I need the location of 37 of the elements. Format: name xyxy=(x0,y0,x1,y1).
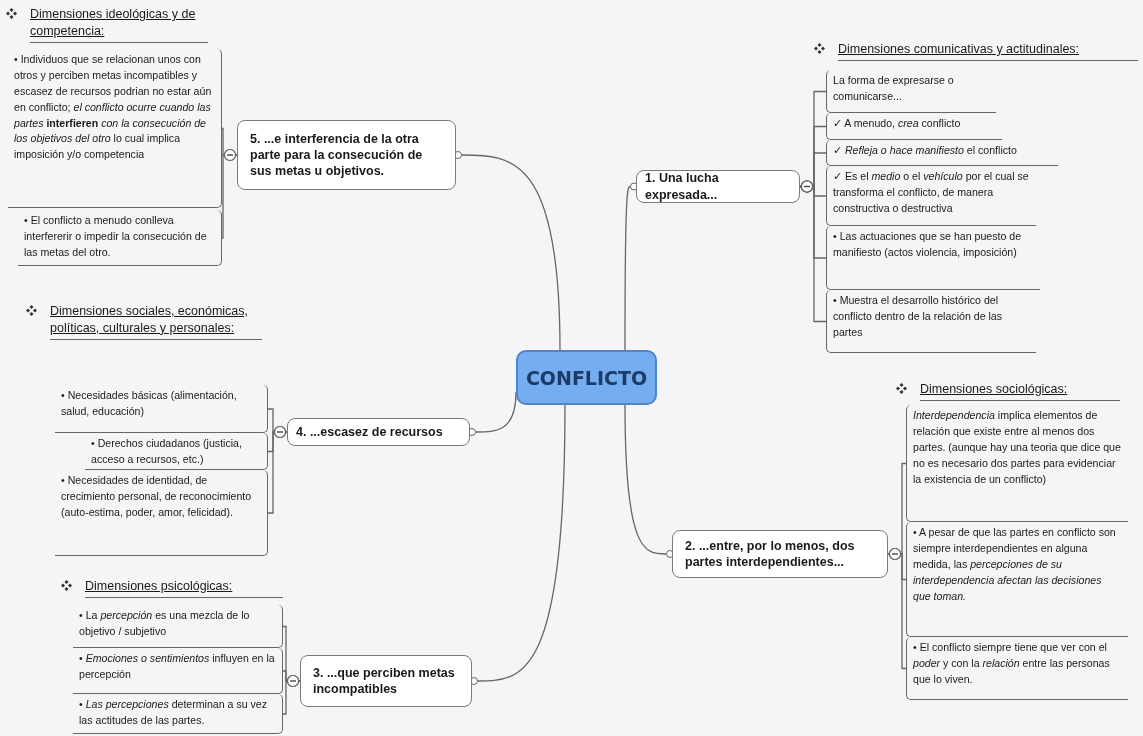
subtopic-note: • El conflicto siempre tiene que ver con el poder y con la relación entre las personas que lo viven. xyxy=(906,637,1128,700)
topic-box: 5. ...e interferencia de la otra parte para la consecución de sus metas u objetivos. xyxy=(237,120,456,190)
branch-connector xyxy=(624,404,674,559)
section-heading: Dimensiones sociales, económicas, políticas, culturales y personales: xyxy=(50,303,262,340)
section-heading: Dimensiones psicológicas: xyxy=(85,578,283,598)
bracket-line xyxy=(799,180,827,323)
subtopic-note: ✓ Es el medio o el vehículo por el cual se transforma el conflicto, de manera constructiva o destructiva xyxy=(826,166,1036,226)
bracket-line xyxy=(267,425,288,514)
branch-connector xyxy=(470,404,566,686)
subtopic-note: • La percepción es una mezcla de lo objetivo / subjetivo xyxy=(73,605,283,648)
subtopic-note: • Emociones o sentimientos influyen en la percepción xyxy=(73,648,283,694)
branch-connector xyxy=(454,150,561,351)
branch-connector xyxy=(624,181,638,351)
section-heading: Dimensiones ideológicas y de competencia: xyxy=(30,6,208,43)
topic-box: 1. Una lucha expresada... xyxy=(636,170,800,203)
section-heading: Dimensiones comunicativas y actitudinales: xyxy=(838,41,1138,61)
topic-box: 4. ...escasez de recursos xyxy=(287,418,470,446)
subtopic-note: • Muestra el desarrollo histórico del conflicto dentro de la relación de las partes xyxy=(826,290,1036,353)
subtopic-note: • El conflicto a menudo conlleva interfererir o impedir la consecución de las metas del otro. xyxy=(18,210,222,266)
central-topic: CONFLICTO xyxy=(516,350,657,405)
subtopic-note: • Las percepciones determinan a su vez las actitudes de las partes. xyxy=(73,694,283,734)
subtopic-note: • Individuos que se relacionan unos con otros y perciben metas incompatibles y escasez de recursos podrian no estar aún en conflicto; el conflicto ocurre cuando las partes interfieren con la consecución de los objetivos del otro lo cual implica imposición y/o competencia xyxy=(8,49,222,208)
subtopic-note: La forma de expresarse o comunicarse... xyxy=(826,70,996,113)
topic-box: 2. ...entre, por lo menos, dos partes interdependientes... xyxy=(672,530,888,578)
subtopic-note: ✓ A menudo, crea conflicto xyxy=(826,113,1002,140)
subtopic-note: Interdependencia implica elementos de relación que existe entre al menos dos partes. (aunque hay una teoria que dice que no es necesario dos partes para evidenciar la existencia de un conflicto) xyxy=(906,405,1128,522)
subtopic-note: • A pesar de que las partes en conflicto son siempre interdependientes en alguna medida, las percepciones de su interdependencia afectan las decisiones que toman. xyxy=(906,522,1128,637)
bracket-line xyxy=(221,148,238,239)
subtopic-note: • Necesidades de identidad, de crecimiento personal, de reconocimiento (auto-estima, poder, amor, felicidad). xyxy=(55,470,268,556)
topic-box: 3. ...que perciben metas incompatibles xyxy=(300,655,472,707)
subtopic-note: • Necesidades básicas (alimentación, salud, educación) xyxy=(55,385,268,433)
section-heading: Dimensiones sociológicas: xyxy=(920,381,1120,401)
subtopic-note: • Derechos ciudadanos (justicia, acceso a recursos, etc.) xyxy=(85,433,268,470)
subtopic-note: • Las actuaciones que se han puesto de manifiesto (actos violencia, imposición) xyxy=(826,226,1040,290)
bracket-line xyxy=(282,674,301,715)
subtopic-note: ✓ Refleja o hace manifiesto el conflicto xyxy=(826,140,1058,166)
bracket-line xyxy=(887,547,907,670)
